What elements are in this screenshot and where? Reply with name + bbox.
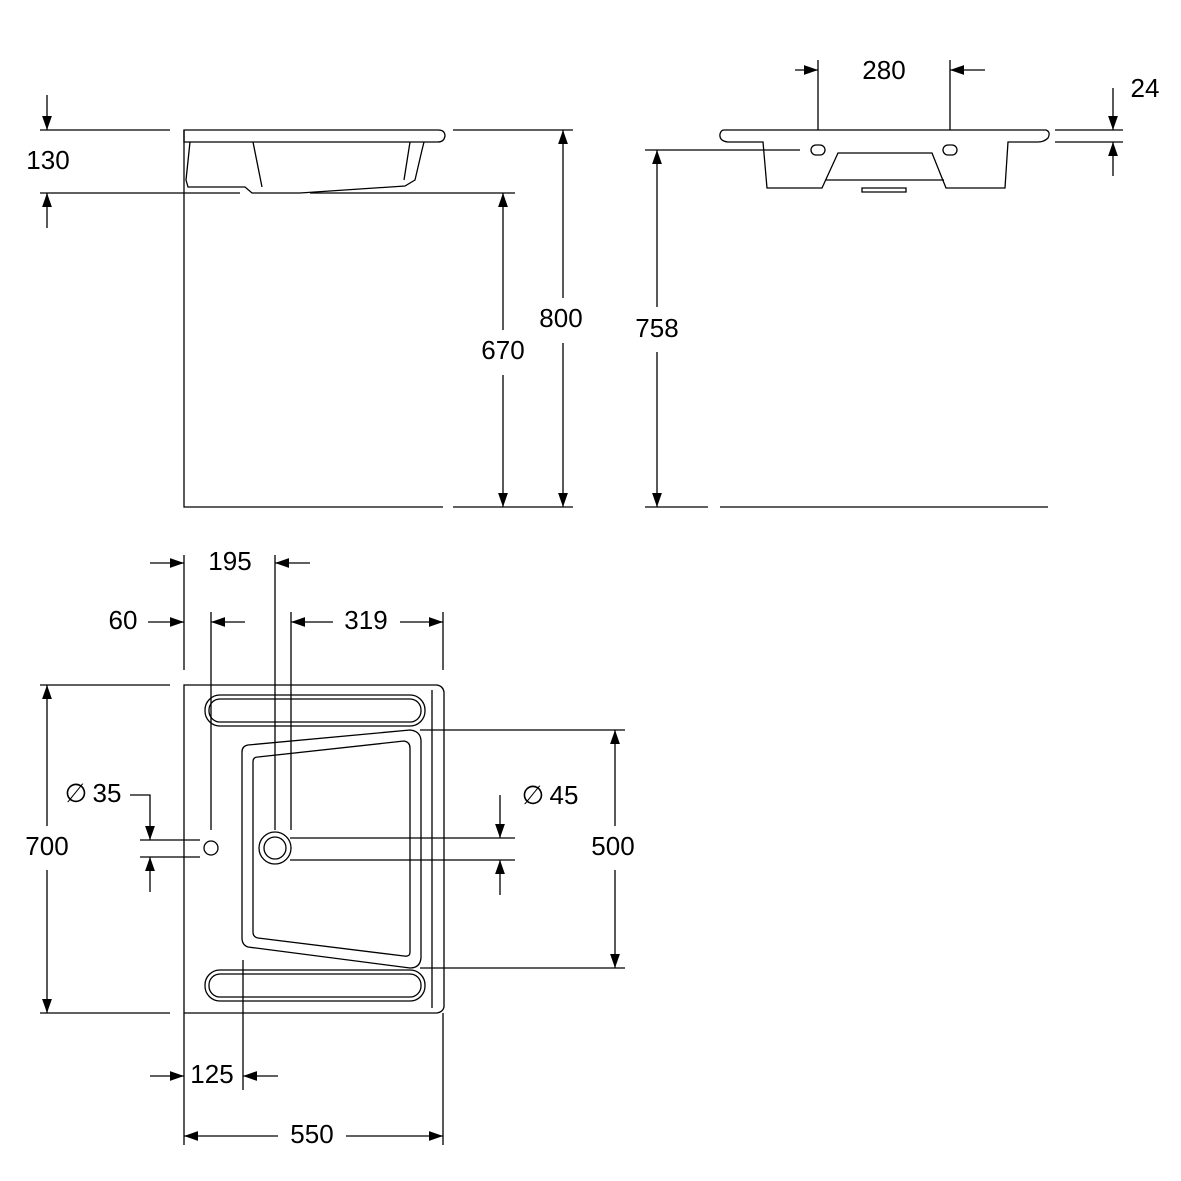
basin-outer <box>241 729 422 969</box>
tap-hole <box>203 840 219 856</box>
dim-800: 800 <box>539 303 582 333</box>
side-view: 130 670 800 <box>26 95 583 508</box>
side-extension-lines <box>40 129 573 508</box>
front-extension-lines <box>645 60 1123 508</box>
drain-inner <box>263 836 287 860</box>
dim-670: 670 <box>481 335 524 365</box>
slot-top <box>204 694 426 727</box>
dim-280: 280 <box>862 55 905 85</box>
plan-view: 195 60 319 700 ∅ 35 ∅ 45 500 125 550 <box>25 546 634 1149</box>
drain-outer <box>258 831 292 865</box>
tap-hole-left <box>810 144 826 156</box>
dim-60: 60 <box>109 605 138 635</box>
dim-500: 500 <box>591 831 634 861</box>
dim-35: 35 <box>93 778 122 808</box>
dim-130: 130 <box>26 145 69 175</box>
dim-195: 195 <box>208 546 251 576</box>
dim-24: 24 <box>1131 73 1160 103</box>
diameter-symbol: ∅ <box>65 778 88 808</box>
front-view: 280 24 758 <box>635 55 1160 508</box>
side-rim <box>183 129 446 143</box>
basin-inner <box>252 740 411 957</box>
tap-hole-right <box>942 144 958 156</box>
plan-extension-lines <box>40 555 625 1145</box>
front-rim <box>719 129 1050 189</box>
dim-550: 550 <box>290 1119 333 1149</box>
plan-outline <box>183 684 445 1014</box>
dim-125: 125 <box>190 1059 233 1089</box>
dim-758: 758 <box>635 313 678 343</box>
side-bowl <box>185 141 425 194</box>
diameter-symbol: ∅ <box>522 780 545 810</box>
slot-bottom <box>204 969 426 1002</box>
dim-319: 319 <box>344 605 387 635</box>
side-column <box>183 130 443 508</box>
dim-700: 700 <box>25 831 68 861</box>
dim-45: 45 <box>550 780 579 810</box>
